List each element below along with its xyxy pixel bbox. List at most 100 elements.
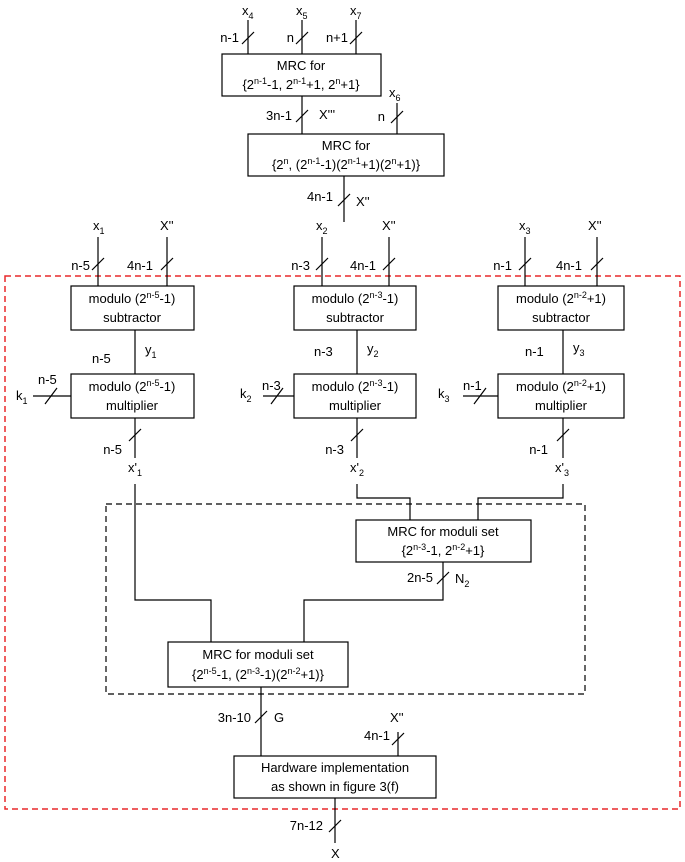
subtractor-block-1 xyxy=(70,285,195,331)
mul3-title: modulo (2n-2+1) xyxy=(516,378,606,394)
width-k3: n-1 xyxy=(463,378,482,393)
inner-black-dashed-region xyxy=(105,503,586,695)
width-y1: n-5 xyxy=(92,351,111,366)
tick-X2-in2 xyxy=(382,257,396,271)
mul1-kind: multiplier xyxy=(106,398,159,413)
tick-k3 xyxy=(473,387,487,405)
width-k2: n-3 xyxy=(262,378,281,393)
label-x3prime: X''' xyxy=(319,107,335,122)
width-x3: n-1 xyxy=(493,258,512,273)
wire-xp2-b xyxy=(356,484,411,520)
mrc-block-1 xyxy=(221,53,382,97)
width-x4: n-1 xyxy=(220,30,239,45)
label-x1: x1 xyxy=(93,218,105,236)
width-y3: n-1 xyxy=(525,344,544,359)
label-X-out: X xyxy=(331,846,340,861)
mrc1-title: MRC for xyxy=(277,58,326,73)
sub1-title: modulo (2n-5-1) xyxy=(89,290,176,306)
tick-k1 xyxy=(44,387,58,405)
tick-X2-in1 xyxy=(160,257,174,271)
tick-N2 xyxy=(436,571,450,585)
tick-xp3 xyxy=(556,428,570,442)
mrc-block-4 xyxy=(167,641,349,688)
mrc2-moduli: {2n, (2n-1-1)(2n-1+1)(2n+1)} xyxy=(272,156,421,172)
label-N2: N2 xyxy=(455,571,469,589)
label-xp3: x'3 xyxy=(555,460,569,478)
mrc4-moduli: {2n-5-1, (2n-3-1)(2n-2+1)} xyxy=(192,666,325,682)
width-x1: n-5 xyxy=(71,258,90,273)
outer-red-dashed-region xyxy=(4,275,681,810)
wire-xp1-b xyxy=(134,484,212,642)
mrc2-title: MRC for xyxy=(322,138,371,153)
label-y3: y3 xyxy=(573,340,585,358)
sub2-kind: subtractor xyxy=(326,310,384,325)
tick-x3 xyxy=(518,257,532,271)
label-k2: k2 xyxy=(240,386,252,404)
width-x2prime: 4n-1 xyxy=(307,189,333,204)
label-X2-b: X'' xyxy=(382,218,396,233)
mrc3-moduli: {2n-3-1, 2n-2+1} xyxy=(402,542,485,558)
tick-X2-final xyxy=(391,732,405,746)
label-x2prime: X'' xyxy=(356,194,370,209)
wire-N2 xyxy=(303,562,444,642)
label-G: G xyxy=(274,710,284,725)
mul2-kind: multiplier xyxy=(329,398,382,413)
label-X2-c: X'' xyxy=(588,218,602,233)
mul2-title: modulo (2n-3-1) xyxy=(312,378,399,394)
width-G: 3n-10 xyxy=(218,710,251,725)
tick-X-out xyxy=(328,819,342,833)
width-x7: n+1 xyxy=(326,30,348,45)
label-xp2: x'2 xyxy=(350,460,364,478)
width-x6: n xyxy=(378,109,385,124)
sub3-kind: subtractor xyxy=(532,310,590,325)
tick-x6 xyxy=(390,110,404,124)
width-k1: n-5 xyxy=(38,372,57,387)
label-x5: x5 xyxy=(296,3,308,21)
wire-xp3-b xyxy=(477,484,564,520)
label-k1: k1 xyxy=(16,388,28,406)
hw-title: Hardware implementation xyxy=(261,760,409,775)
multiplier-block-2 xyxy=(293,373,417,419)
width-xp2: n-3 xyxy=(325,442,344,457)
label-X2-a: X'' xyxy=(160,218,174,233)
width-x2: n-3 xyxy=(291,258,310,273)
tick-k2 xyxy=(270,387,284,405)
tick-x1 xyxy=(91,257,105,271)
width-xp3: n-1 xyxy=(529,442,548,457)
label-y1: y1 xyxy=(145,342,157,360)
width-X2-in2: 4n-1 xyxy=(350,258,376,273)
label-y2: y2 xyxy=(367,341,379,359)
width-X-out: 7n-12 xyxy=(290,818,323,833)
label-k3: k3 xyxy=(438,386,450,404)
sub1-kind: subtractor xyxy=(103,310,161,325)
width-xp1: n-5 xyxy=(103,442,122,457)
width-N2: 2n-5 xyxy=(407,570,433,585)
label-x2: x2 xyxy=(316,218,328,236)
tick-G xyxy=(254,710,268,724)
tick-x2prime xyxy=(337,193,351,207)
subtractor-block-2 xyxy=(293,285,417,331)
label-x3: x3 xyxy=(519,218,531,236)
mul3-kind: multiplier xyxy=(535,398,588,413)
tick-x3prime xyxy=(295,109,309,123)
width-y2: n-3 xyxy=(314,344,333,359)
multiplier-block-1 xyxy=(70,373,195,419)
mrc-block-2 xyxy=(247,133,445,177)
subtractor-block-3 xyxy=(497,285,625,331)
width-X2-in1: 4n-1 xyxy=(127,258,153,273)
mul1-title: modulo (2n-5-1) xyxy=(89,378,176,394)
tick-xp1 xyxy=(128,428,142,442)
tick-x5 xyxy=(295,31,309,45)
tick-xp2 xyxy=(350,428,364,442)
label-x6: x6 xyxy=(389,85,401,103)
mrc4-title: MRC for moduli set xyxy=(202,647,314,662)
width-x5: n xyxy=(287,30,294,45)
width-X2-final: 4n-1 xyxy=(364,728,390,743)
tick-X2-in3 xyxy=(590,257,604,271)
sub2-title: modulo (2n-3-1) xyxy=(312,290,399,306)
width-x3prime: 3n-1 xyxy=(266,108,292,123)
tick-x2 xyxy=(315,257,329,271)
label-x7: x7 xyxy=(350,3,362,21)
mrc3-title: MRC for moduli set xyxy=(387,524,499,539)
